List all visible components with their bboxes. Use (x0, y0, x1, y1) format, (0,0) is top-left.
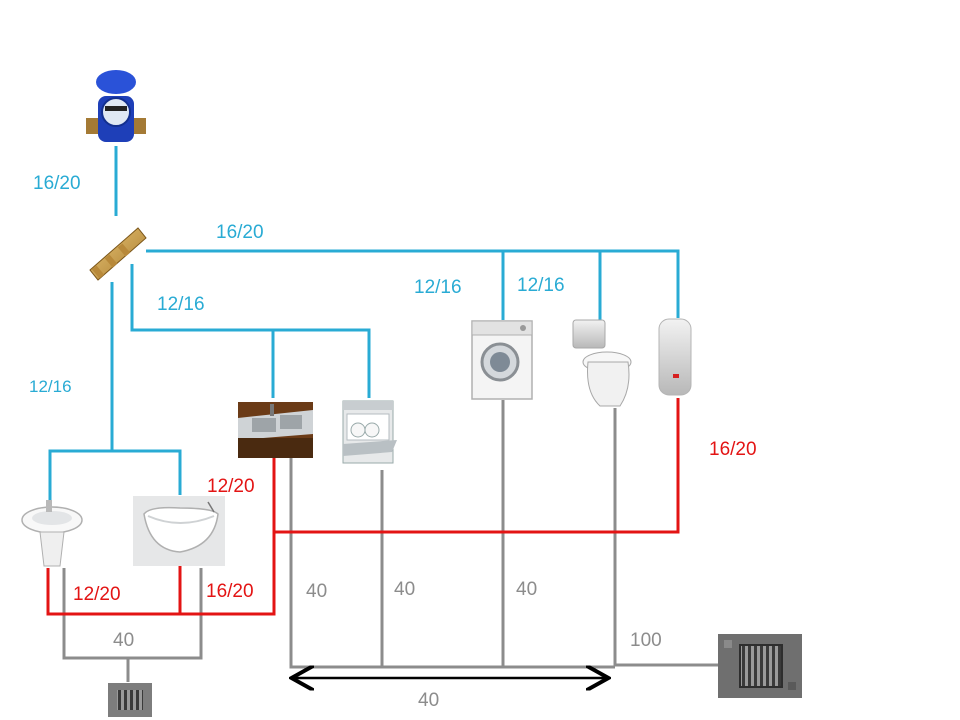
label-drain-sink: 40 (306, 581, 327, 602)
hot-pipe-heater (274, 398, 680, 534)
label-drain-dishwasher: 40 (394, 579, 415, 600)
label-appliance-branch: 12/16 (157, 294, 205, 315)
hot-pipe-basin (46, 568, 180, 616)
label-drain-main-span: 40 (418, 690, 439, 711)
label-bath-branch: 12/16 (29, 377, 72, 396)
water-meter-icon (86, 70, 146, 142)
dishwasher-icon (342, 400, 397, 464)
drain-pipe-toilet (613, 408, 720, 667)
pipe-labels: 16/20 16/20 12/16 12/16 12/16 12/16 12/2… (29, 173, 757, 711)
label-drain-toilet: 100 (630, 630, 662, 651)
washbasin-icon (21, 500, 83, 567)
label-meter-pipe: 16/20 (33, 173, 81, 194)
label-drain-bath: 40 (113, 630, 134, 651)
cold-pipe-kitchen-branch (130, 264, 371, 398)
drain-pipe-kitchen (289, 458, 615, 669)
floor-drain-small-icon (108, 683, 152, 717)
washing-machine-icon (471, 320, 533, 400)
label-hot-basin: 12/20 (73, 584, 121, 605)
label-toilet-branch: 12/16 (517, 275, 565, 296)
kitchen-sink-icon (238, 402, 313, 458)
bathtub-icon (133, 496, 225, 566)
label-washer-branch: 12/16 (414, 277, 462, 298)
floor-drain-large-icon (718, 634, 802, 698)
hot-pipe-bath-feed (178, 532, 276, 616)
cold-water-pipes (48, 146, 680, 508)
brass-manifold-icon (89, 227, 147, 281)
label-main-line: 16/20 (216, 222, 264, 243)
label-hot-bathtub: 16/20 (206, 581, 254, 602)
hot-water-pipes (46, 398, 680, 616)
cold-pipe-bath-branch (48, 449, 182, 508)
label-hot-kitchen: 12/20 (207, 476, 255, 497)
water-heater-icon (658, 318, 692, 396)
toilet-icon (572, 319, 632, 407)
cold-pipe-main (146, 249, 680, 318)
label-drain-washer: 40 (516, 579, 537, 600)
label-hot-heater: 16/20 (709, 439, 757, 460)
